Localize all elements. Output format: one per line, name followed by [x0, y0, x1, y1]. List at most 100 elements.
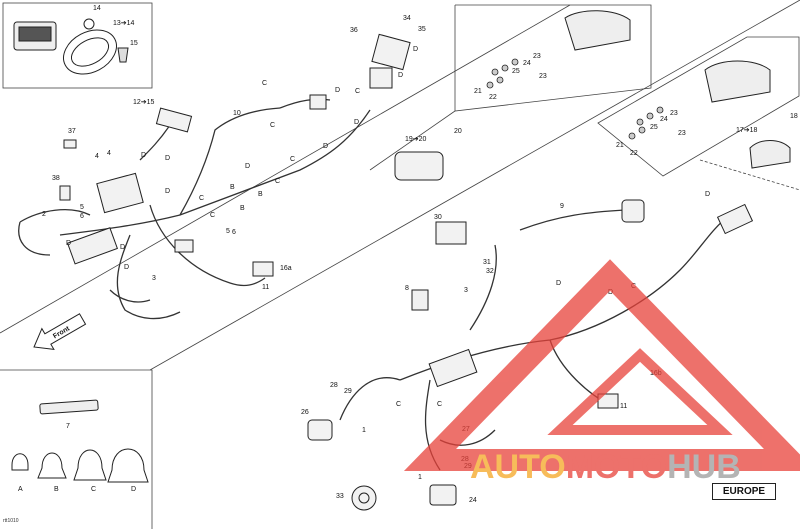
callout-label: 26 — [301, 409, 309, 416]
callout-label: D — [165, 155, 170, 162]
harness-lower-components — [307, 199, 754, 511]
watermark-brand-3: HUB — [667, 448, 741, 486]
ecu-box — [66, 227, 119, 265]
inset-box-taillight — [454, 4, 652, 112]
harness-branch-8 — [109, 289, 151, 303]
callout-label: 21 — [616, 142, 624, 149]
taillight-parts — [564, 10, 791, 169]
inset-box-tools — [0, 369, 153, 529]
callout-label: 11 — [620, 403, 627, 410]
callout-label: 6 — [80, 213, 84, 220]
callout-label: B — [54, 486, 59, 493]
front-arrow: Front — [33, 313, 87, 351]
panel-divider-mid — [149, 0, 800, 371]
callout-label: 17➔18 — [736, 127, 758, 134]
dashed-divider — [699, 159, 800, 191]
callout-label: C — [210, 212, 215, 219]
region-label: EUROPE — [712, 483, 776, 500]
callout-label: 36 — [350, 27, 358, 34]
callout-label: D — [398, 72, 403, 79]
gauge-bezel-inner — [70, 37, 110, 67]
callout-label: 13➔14 — [113, 20, 135, 27]
washer — [628, 132, 636, 140]
callout-label: C — [355, 88, 360, 95]
callout-label: 28 — [330, 382, 338, 389]
clamp-b — [37, 452, 67, 479]
plug-37 — [63, 139, 77, 149]
callout-label: 24 — [660, 116, 668, 123]
panel-divider-top — [0, 4, 571, 334]
callout-label: 15 — [130, 40, 138, 47]
washer — [511, 58, 519, 66]
inset-box-gauge — [2, 2, 153, 89]
callout-label: 1 — [362, 427, 366, 434]
callout-label: D — [245, 163, 250, 170]
switch-9 — [621, 199, 645, 223]
callout-label: 32 — [486, 268, 494, 275]
horn-33-inner — [358, 492, 370, 504]
clamp-a — [11, 453, 29, 471]
washer — [491, 68, 499, 76]
headlight-box-edge — [369, 110, 456, 171]
callout-label: D — [354, 119, 359, 126]
callout-label: 34 — [403, 15, 411, 22]
connector-c — [174, 239, 194, 253]
harness-lower-branch-4 — [469, 244, 497, 331]
harness-branch-7 — [18, 221, 51, 256]
gauge-icon-circle — [83, 18, 95, 30]
callout-label: 23 — [533, 53, 541, 60]
harness-lower-branch-3 — [339, 377, 401, 421]
module-rear — [716, 203, 754, 235]
callout-label: 23 — [670, 110, 678, 117]
callout-label: D — [323, 143, 328, 150]
reference-code: rtt1010 — [3, 518, 19, 524]
callout-label: C — [270, 122, 275, 129]
tools-parts — [11, 399, 149, 483]
callout-label: 21 — [474, 88, 482, 95]
callout-label: 3 — [152, 275, 156, 282]
callout-label: 19➔20 — [405, 136, 427, 143]
callout-label: D — [124, 264, 129, 271]
callout-label: 6 — [232, 229, 236, 236]
callout-label: D — [66, 240, 71, 247]
callout-label: C — [396, 401, 401, 408]
callout-label: D — [120, 244, 125, 251]
horn-26 — [307, 419, 333, 441]
callout-label: 24 — [469, 497, 477, 504]
harness-branch-1 — [179, 107, 281, 216]
callout-label: B — [240, 205, 245, 212]
taillight-lower — [704, 60, 771, 103]
callout-label: 23 — [678, 130, 686, 137]
callout-label: D — [705, 191, 710, 198]
callout-label: 10 — [233, 110, 241, 117]
callout-label: 30 — [434, 214, 442, 221]
bracket-30 — [435, 221, 467, 245]
clip-part — [117, 47, 129, 63]
callout-label: 5 — [226, 228, 230, 235]
callout-label: 25 — [512, 68, 520, 75]
callout-label: 20 — [454, 128, 462, 135]
callout-label: C — [262, 80, 267, 87]
callout-label: 25 — [650, 124, 658, 131]
gauge-bezel — [63, 29, 117, 75]
watermark-triangle — [403, 259, 800, 471]
callout-label: 9 — [560, 203, 564, 210]
callout-label: 8 — [405, 285, 409, 292]
callout-label: 7 — [66, 423, 70, 430]
callout-label: D — [131, 486, 136, 493]
switch-block — [371, 33, 411, 71]
harness-upper-components — [59, 33, 444, 277]
callout-label: D — [165, 188, 170, 195]
callout-label: 35 — [418, 26, 426, 33]
callout-label: 4 — [95, 153, 99, 160]
headlight-19 — [394, 151, 444, 181]
callout-label: D — [413, 46, 418, 53]
callout-label: 5 — [80, 204, 84, 211]
callout-label: 22 — [489, 94, 497, 101]
callout-label: 18 — [790, 113, 798, 120]
watermark-triangle-inner — [547, 348, 733, 435]
front-arrow-shape — [33, 313, 87, 351]
callout-label: D — [335, 87, 340, 94]
